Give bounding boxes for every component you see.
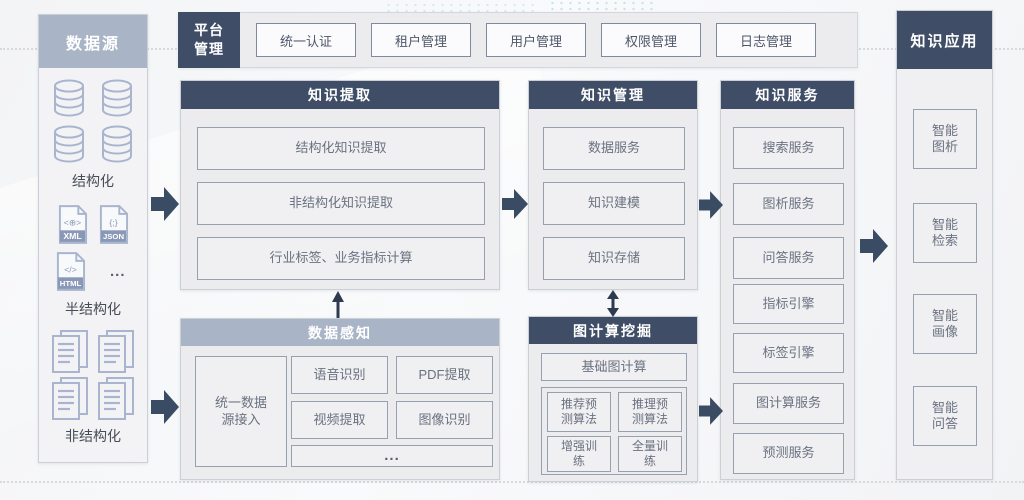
data-source-body: 结构化 <⊕> XML {;} JSON — [39, 68, 147, 446]
data-perception-title: 数据感知 — [181, 319, 499, 346]
mining-item-base-graph: 基础图计算 — [541, 353, 687, 381]
arrow-right-icon — [502, 189, 528, 219]
html-file-icon: </> HTML — [56, 252, 86, 291]
platform-item-tenant-mgmt: 租户管理 — [371, 23, 471, 57]
application-item-profile: 智能画像 — [913, 294, 977, 354]
perception-item-video: 视频提取 — [291, 401, 388, 439]
structured-label: 结构化 — [72, 173, 114, 189]
data-perception-panel: 数据感知 统一数据源接入 语音识别 PDF提取 视频提取 图像识别 ... — [180, 318, 500, 480]
service-item-graph-compute: 图计算服务 — [733, 383, 844, 424]
platform-items: 统一认证 租户管理 用户管理 权限管理 日志管理 — [240, 23, 816, 57]
database-icon — [102, 125, 132, 163]
service-item-qa: 问答服务 — [733, 237, 844, 279]
mining-item-full-training: 全量训练 — [618, 436, 682, 472]
arrow-right-icon — [151, 187, 179, 221]
xml-file-icon: <⊕> XML — [58, 205, 88, 244]
data-source-panel: 数据源 结构化 <⊕> XML {;} — [38, 14, 148, 463]
application-item-qa: 智能问答 — [913, 386, 977, 446]
document-icon-group — [51, 329, 135, 421]
arrow-right-icon — [151, 390, 179, 424]
knowledge-application-title: 知识应用 — [897, 11, 992, 69]
svg-text:</>: </> — [64, 264, 77, 274]
platform-management-title: 平台管理 — [178, 11, 240, 68]
service-item-metric-engine: 指标引擎 — [733, 284, 844, 324]
extraction-item-tags-metrics: 行业标签、业务指标计算 — [197, 237, 485, 280]
platform-item-unified-auth: 统一认证 — [256, 23, 356, 57]
mining-algorithms-group: 推荐预测算法 推理预测算法 增强训练 全量训练 — [541, 387, 687, 475]
arrow-right-icon — [860, 229, 888, 263]
knowledge-service-title: 知识服务 — [721, 81, 854, 109]
knowledge-management-title: 知识管理 — [529, 81, 697, 109]
arrow-right-icon — [699, 191, 723, 219]
knowledge-management-panel: 知识管理 数据服务 知识建模 知识存储 — [528, 80, 698, 290]
perception-item-pdf: PDF提取 — [396, 356, 493, 394]
extraction-item-structured: 结构化知识提取 — [197, 127, 485, 170]
perception-more-ellipsis: ... — [291, 445, 493, 467]
data-source-title: 数据源 — [39, 15, 147, 68]
mining-item-recommend: 推荐预测算法 — [547, 392, 611, 432]
more-files-ellipsis: ... — [110, 263, 126, 280]
service-item-graph-analysis: 图析服务 — [733, 183, 844, 225]
database-icon — [54, 125, 84, 163]
knowledge-extraction-panel: 知识提取 结构化知识提取 非结构化知识提取 行业标签、业务指标计算 — [180, 80, 500, 290]
svg-text:XML: XML — [63, 231, 82, 241]
service-item-tag-engine: 标签引擎 — [733, 333, 844, 373]
svg-text:HTML: HTML — [60, 279, 82, 288]
application-item-graph-analysis: 智能图析 — [913, 109, 977, 169]
semi-structured-label: 半结构化 — [65, 301, 121, 317]
unstructured-label: 非结构化 — [65, 428, 121, 444]
service-item-search: 搜索服务 — [733, 127, 844, 169]
semi-structured-files-row2: </> HTML ... — [55, 251, 126, 292]
mining-item-inference: 推理预测算法 — [618, 392, 682, 432]
arrow-up-down-icon — [607, 290, 619, 317]
knowledge-service-panel: 知识服务 搜索服务 图析服务 问答服务 指标引擎 标签引擎 图计算服务 预测服务 — [720, 80, 855, 480]
svg-text:<⊕>: <⊕> — [64, 217, 81, 227]
document-icon — [52, 330, 88, 373]
management-item-storage: 知识存储 — [543, 237, 685, 280]
extraction-item-unstructured: 非结构化知识提取 — [197, 182, 485, 225]
perception-item-image: 图像识别 — [396, 401, 493, 439]
knowledge-extraction-title: 知识提取 — [181, 81, 499, 109]
platform-item-user-mgmt: 用户管理 — [486, 23, 586, 57]
perception-item-speech: 语音识别 — [291, 356, 388, 394]
platform-item-log-mgmt: 日志管理 — [716, 23, 816, 57]
knowledge-application-panel: 知识应用 智能图析 智能检索 智能画像 智能问答 — [896, 10, 993, 480]
connector-dashed-bottom — [0, 481, 1024, 483]
management-item-data-service: 数据服务 — [543, 127, 685, 170]
application-item-retrieval: 智能检索 — [913, 203, 977, 263]
mining-item-incremental-training: 增强训练 — [547, 436, 611, 472]
database-icon — [54, 79, 84, 117]
semi-structured-files-row1: <⊕> XML {;} JSON — [57, 204, 129, 245]
management-item-modeling: 知识建模 — [543, 182, 685, 225]
arrow-up-icon — [332, 291, 344, 318]
database-icon-group — [50, 78, 136, 164]
service-item-prediction: 预测服务 — [733, 433, 844, 474]
database-icon — [102, 79, 132, 117]
document-icon — [98, 377, 134, 420]
platform-item-permission-mgmt: 权限管理 — [601, 23, 701, 57]
document-icon — [98, 330, 134, 373]
svg-text:JSON: JSON — [103, 232, 125, 241]
platform-management-bar: 平台管理 统一认证 租户管理 用户管理 权限管理 日志管理 — [178, 11, 858, 68]
graph-mining-panel: 图计算挖掘 基础图计算 推荐预测算法 推理预测算法 增强训练 全量训练 — [528, 316, 698, 482]
perception-unified-source-access: 统一数据源接入 — [195, 356, 287, 467]
json-file-icon: {;} JSON — [99, 205, 129, 244]
arrow-right-icon — [699, 397, 723, 425]
document-icon — [52, 377, 88, 420]
graph-mining-title: 图计算挖掘 — [529, 317, 697, 344]
svg-text:{;}: {;} — [109, 217, 117, 227]
